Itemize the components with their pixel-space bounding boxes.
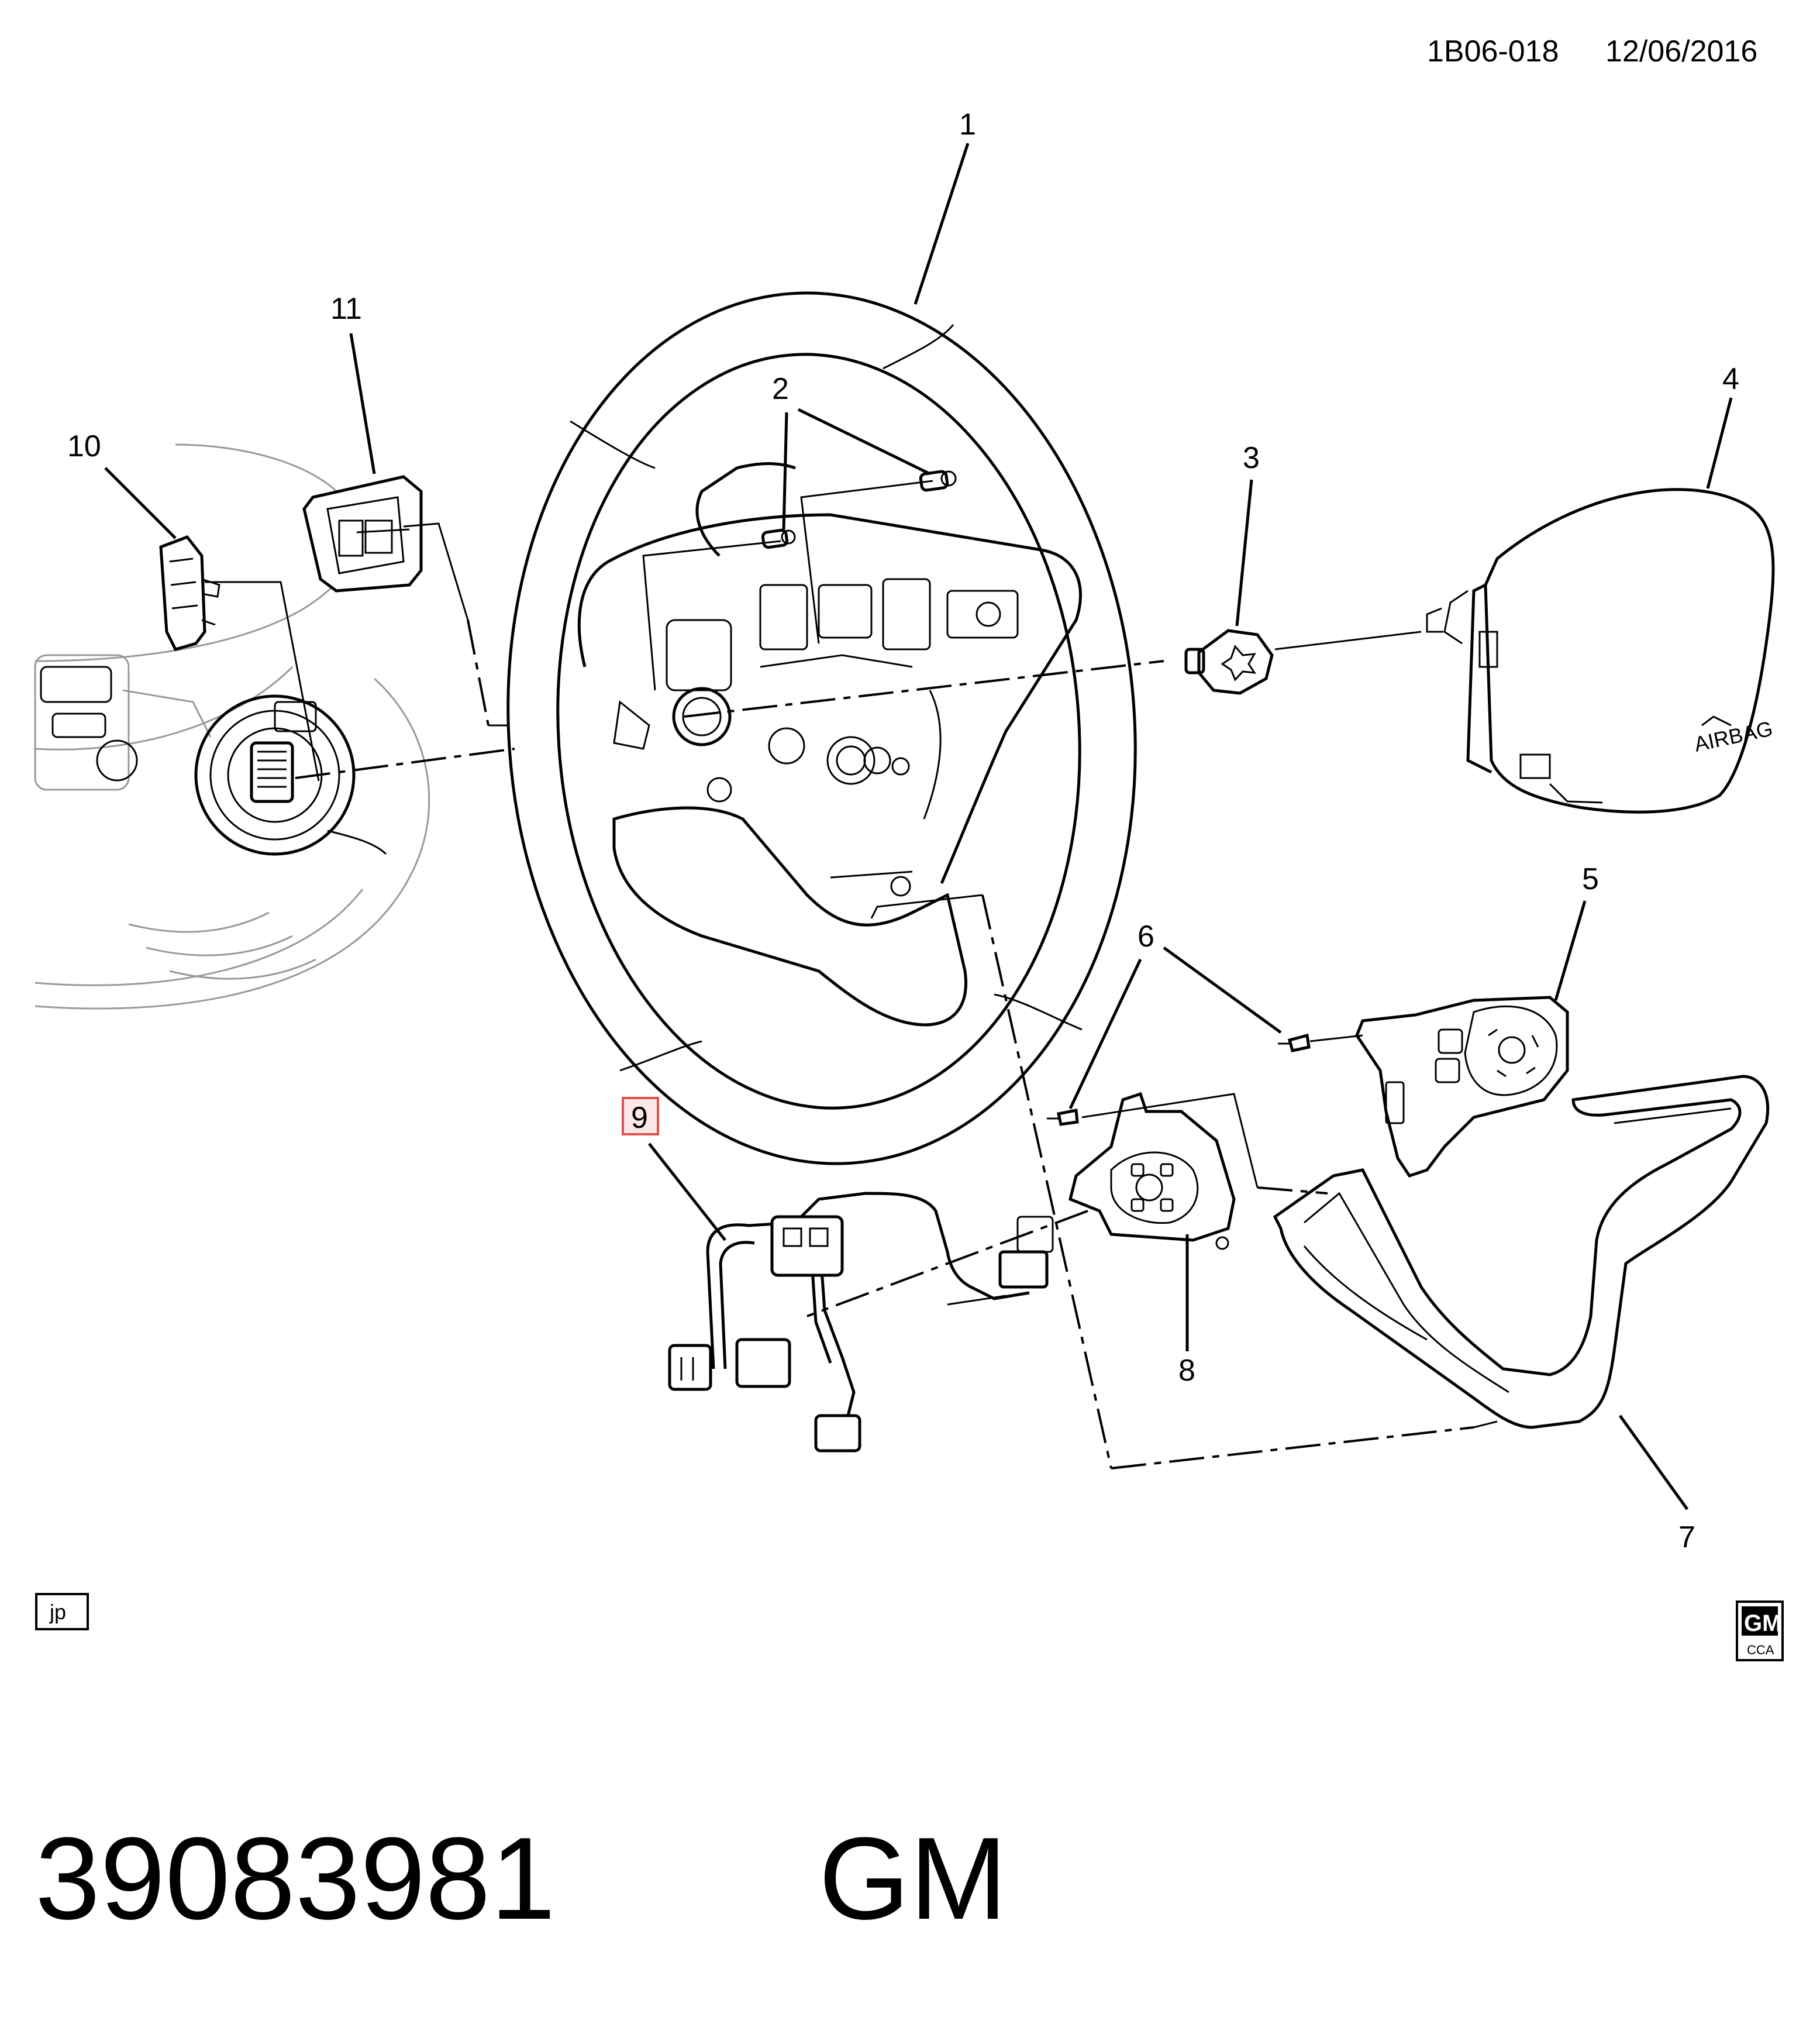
- callout-7[interactable]: 7: [1678, 1520, 1695, 1554]
- part-4-airbag: AIRBAG: [1426, 488, 1775, 814]
- diagram-date: 12/06/2016: [1605, 35, 1757, 68]
- part-11-horn-switch: [302, 475, 423, 593]
- part-6-screws: [1047, 1033, 1311, 1126]
- part-3-bolt: [1184, 629, 1274, 695]
- callout-2[interactable]: 2: [772, 372, 789, 406]
- logo-sub: CCA: [1747, 1643, 1774, 1657]
- assembly-lines: [205, 480, 1498, 1469]
- part-10-switch-cover: [159, 535, 220, 651]
- jp-label: jp: [49, 1600, 66, 1624]
- callout-10[interactable]: 10: [67, 429, 101, 463]
- footer-part-number: 39083981: [35, 1813, 556, 1944]
- clock-spring: [194, 694, 387, 856]
- part-5-right-switch: [1355, 996, 1569, 1178]
- part-7-trim-bezel: [1273, 1075, 1770, 1429]
- callout-11[interactable]: 11: [330, 292, 362, 326]
- steering-column: [34, 443, 430, 1010]
- part-9-wiring-harness: [668, 1192, 1054, 1453]
- callout-9-highlight[interactable]: 9: [622, 1097, 659, 1135]
- logo-brand: GM: [1744, 1610, 1781, 1636]
- callout-1[interactable]: 1: [959, 108, 976, 142]
- footer-brand: GM: [819, 1813, 1007, 1944]
- callout-3[interactable]: 3: [1243, 441, 1260, 475]
- gm-cca-logo: GM CCA: [1736, 1601, 1784, 1661]
- callout-6[interactable]: 6: [1138, 920, 1154, 954]
- jp-box: jp: [35, 1593, 89, 1630]
- callout-5[interactable]: 5: [1582, 862, 1599, 896]
- leader-lines: [104, 143, 1733, 1510]
- diagram-id: 1B06-018: [1427, 35, 1559, 68]
- callout-8[interactable]: 8: [1178, 1354, 1195, 1388]
- callout-numbers: 1 2 3 4 5 6 7 8 9 10 11: [67, 108, 1739, 1554]
- part-8-left-switch: [1068, 1092, 1236, 1250]
- part-1-steering-wheel: [506, 291, 1137, 1165]
- callout-9[interactable]: 9: [631, 1101, 648, 1135]
- callout-4[interactable]: 4: [1722, 362, 1739, 396]
